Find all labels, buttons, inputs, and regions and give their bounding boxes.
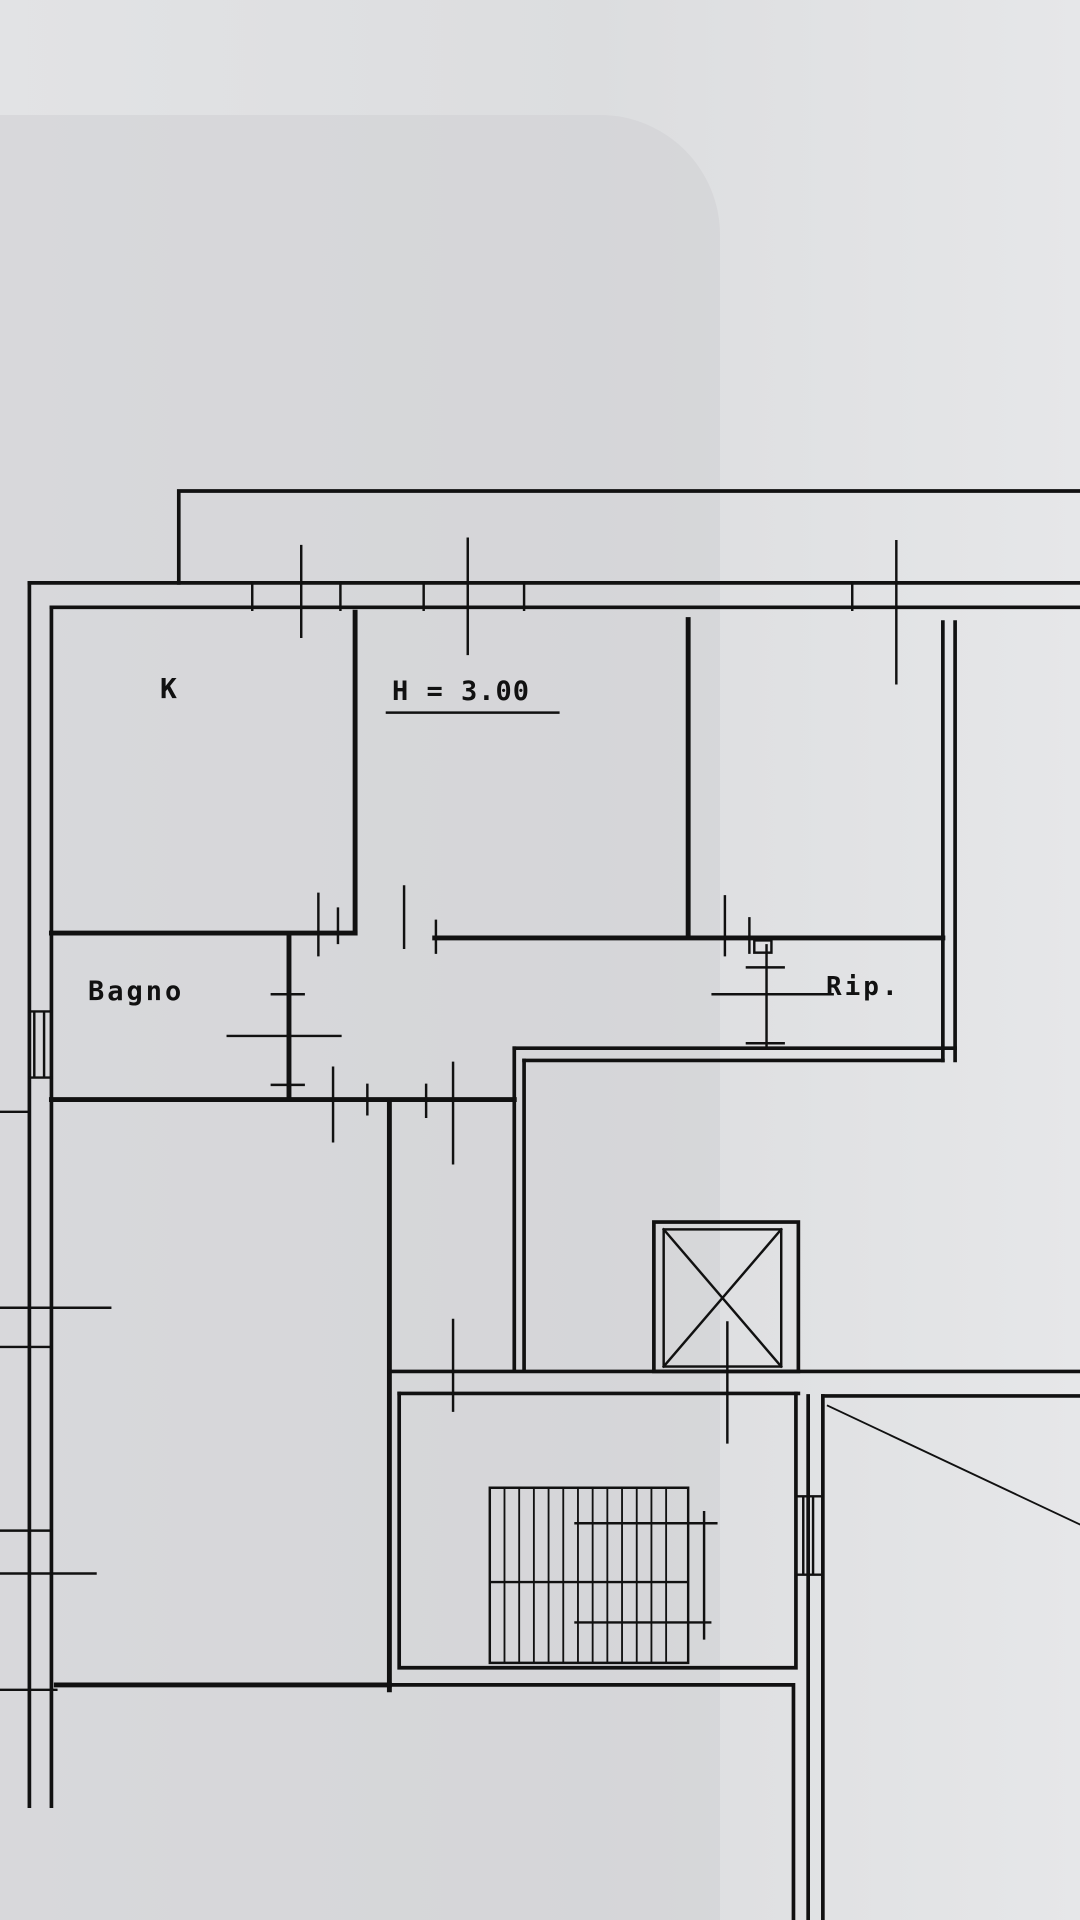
outer-walls xyxy=(27,489,1080,1808)
paper-shadow xyxy=(0,115,720,1920)
room-label-bathroom: Bagno xyxy=(88,976,185,1007)
room-label-storage: Rip. xyxy=(826,972,901,1002)
ceiling-height-label: H = 3.00 xyxy=(392,676,531,707)
stairs-icon xyxy=(488,1486,718,1665)
interior-walls xyxy=(48,609,946,1693)
stair-block xyxy=(387,1369,1080,1920)
room-label-kitchen: K xyxy=(160,672,181,705)
door-window-ticks xyxy=(0,537,898,1692)
